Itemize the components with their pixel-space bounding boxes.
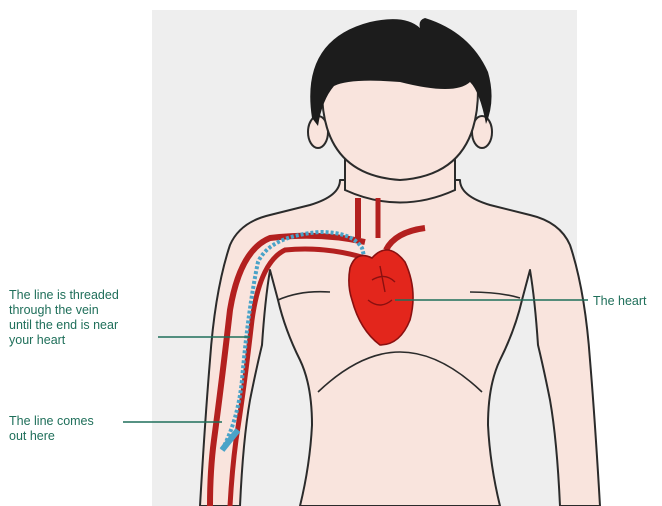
label-line-comes-out: The line comes out here <box>9 414 129 444</box>
label-heart: The heart <box>593 294 662 309</box>
label-line-threaded: The line is threaded through the vein un… <box>9 288 159 348</box>
